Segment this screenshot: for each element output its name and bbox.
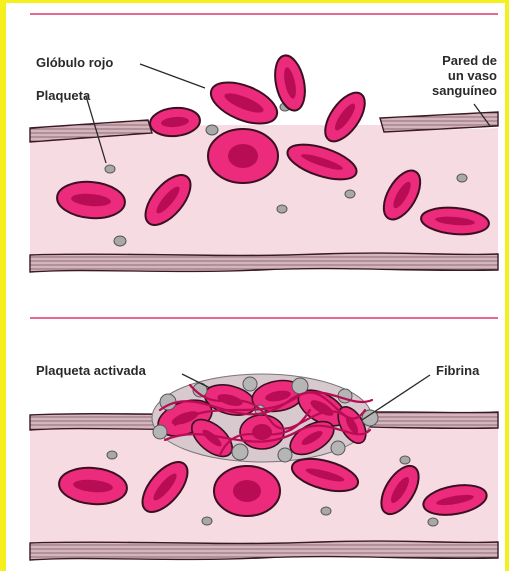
label-plaqueta-activada: Plaqueta activada — [36, 363, 146, 378]
platelet — [400, 456, 410, 464]
platelet — [107, 451, 117, 459]
label-fibrina: Fibrina — [436, 363, 479, 378]
platelet — [321, 507, 331, 515]
platelet — [428, 518, 438, 526]
label-globulo-rojo: Glóbulo rojo — [36, 55, 113, 70]
activated-platelet — [153, 425, 167, 439]
activated-platelet — [292, 378, 308, 394]
red-blood-cell — [214, 466, 280, 516]
bottom-vessel-wall-bottom — [30, 541, 498, 560]
platelet — [105, 165, 115, 173]
platelet — [202, 517, 212, 525]
activated-platelet — [278, 448, 292, 462]
platelet — [206, 125, 218, 135]
top-vessel-wall-bottom — [30, 253, 498, 272]
platelet — [345, 190, 355, 198]
bottom-panel — [30, 374, 498, 560]
platelet — [114, 236, 126, 246]
activated-platelet — [232, 444, 248, 460]
blood-clot — [152, 374, 378, 463]
red-blood-cell — [205, 74, 283, 132]
activated-platelet — [331, 441, 345, 455]
label-plaqueta: Plaqueta — [36, 88, 90, 103]
label-pared-line-2: un vaso — [397, 68, 497, 83]
red-blood-cell — [270, 53, 309, 114]
red-blood-cell — [240, 415, 284, 449]
platelet — [277, 205, 287, 213]
red-blood-cell — [208, 129, 278, 183]
activated-platelet — [243, 377, 257, 391]
label-pared-line-3: sanguíneo — [397, 83, 497, 98]
label-pared-line-1: Pared de — [397, 53, 497, 68]
platelet — [457, 174, 467, 182]
